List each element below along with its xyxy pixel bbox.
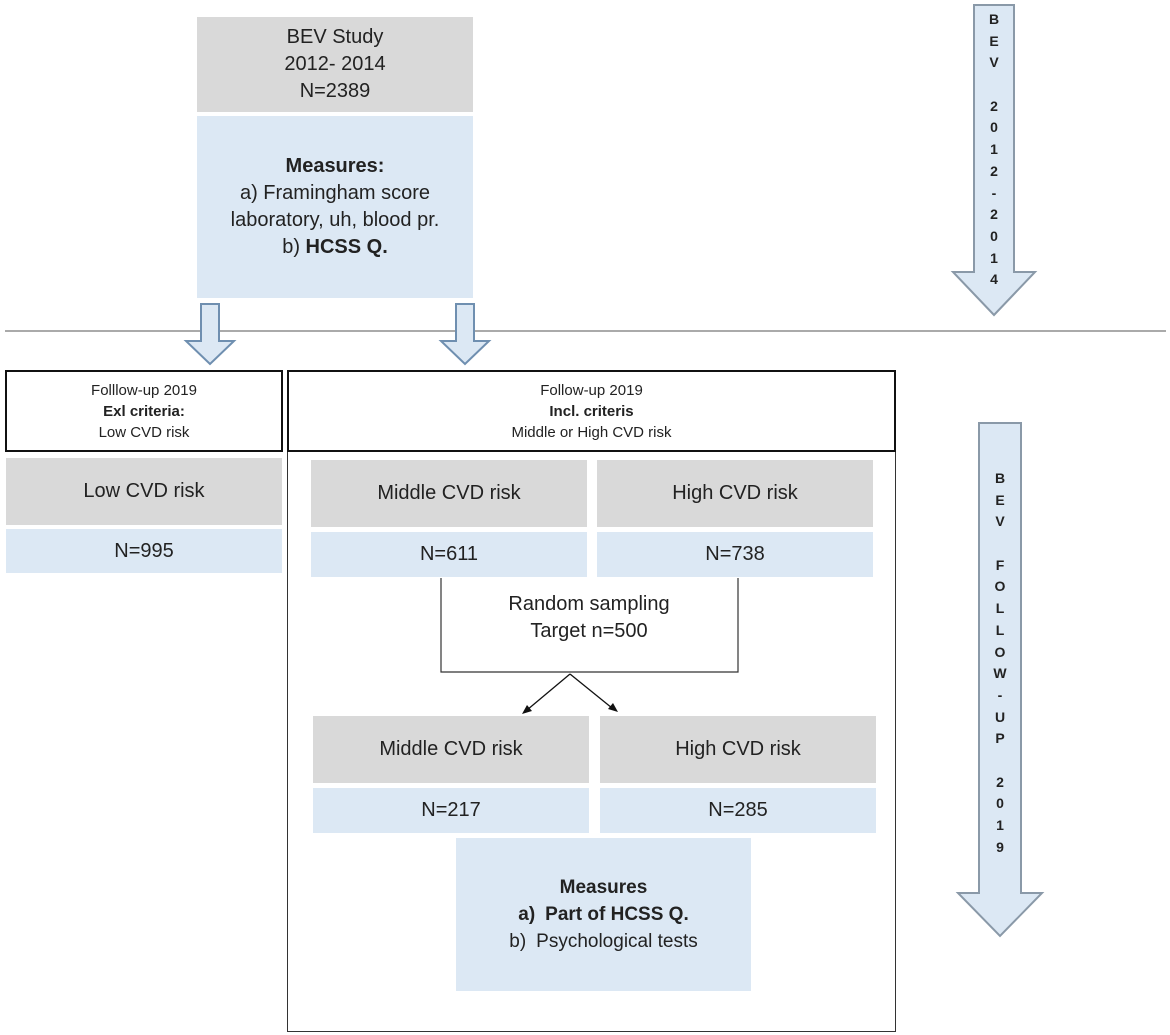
- bev-study-box: BEV Study 2012- 2014 N=2389: [197, 17, 473, 112]
- side-arrow-top-shape: [950, 4, 1038, 317]
- high-risk-label-box-1: High CVD risk: [597, 460, 873, 527]
- side-letter: 1: [990, 141, 998, 158]
- side-letter: 2: [990, 206, 998, 223]
- block-arrow-right: [438, 303, 492, 366]
- inclusion-line-1: Follow-up 2019: [540, 381, 643, 399]
- bev-study-line-3: N=2389: [299, 80, 371, 102]
- arrow-to-high: [569, 673, 613, 709]
- inclusion-line-3: Middle or High CVD risk: [511, 423, 672, 441]
- middle-risk-count-box-2: N=217: [313, 788, 589, 833]
- exclusion-line-1: Folllow-up 2019: [91, 381, 197, 399]
- arrowhead-high: [608, 703, 618, 712]
- low-risk-label: Low CVD risk: [83, 480, 205, 502]
- side-letter: 1: [996, 817, 1004, 833]
- high-risk-label-box-2: High CVD risk: [600, 716, 876, 783]
- side-letter: B: [988, 11, 1000, 27]
- side-letter: 4: [990, 271, 998, 288]
- middle-risk-count-1: N=611: [419, 543, 478, 565]
- exclusion-line-3: Low CVD risk: [98, 423, 190, 441]
- bev-study-line-2: 2012- 2014: [284, 53, 386, 75]
- followup-measure-a: a) Part of HCSS Q.: [518, 901, 688, 928]
- middle-risk-count-box-1: N=611: [311, 532, 587, 577]
- high-risk-count-box-1: N=738: [597, 532, 873, 577]
- followup-measures-box: Measures a) Part of HCSS Q. b) Psycholog…: [456, 838, 751, 991]
- arrowhead-middle: [522, 705, 532, 714]
- followup-measure-b: b) Psychological tests: [509, 928, 697, 955]
- low-risk-count-box: N=995: [6, 529, 282, 573]
- block-arrow-left: [183, 303, 237, 366]
- low-risk-count: N=995: [114, 539, 174, 562]
- middle-risk-label-1: Middle CVD risk: [377, 482, 521, 504]
- side-letter: B: [994, 470, 1006, 486]
- high-risk-count-box-2: N=285: [600, 788, 876, 833]
- arrow-to-middle: [526, 673, 571, 711]
- followup-measure-a-marker: a): [518, 904, 536, 925]
- side-letter: 0: [990, 227, 998, 244]
- side-letter: 9: [996, 838, 1004, 855]
- baseline-measure-b-text: HCSS Q.: [305, 236, 388, 258]
- sampling-line-2: Target n=500: [530, 620, 648, 642]
- followup-measure-b-text: Psychological tests: [536, 931, 698, 952]
- side-letter: E: [989, 32, 999, 49]
- side-letter: 0: [990, 119, 998, 136]
- low-risk-label-box: Low CVD risk: [6, 458, 282, 525]
- high-risk-count-1: N=738: [705, 543, 765, 565]
- side-letter: U: [994, 708, 1006, 725]
- bev-study-line-1: BEV Study: [286, 26, 384, 48]
- followup-measure-b-marker: b): [509, 931, 527, 952]
- side-letter: 2: [996, 773, 1004, 790]
- exclusion-header-box: Folllow-up 2019 Exl criteria: Low CVD ri…: [5, 370, 283, 452]
- side-letter: W: [993, 665, 1007, 682]
- exclusion-line-2: Exl criteria:: [103, 402, 185, 420]
- side-letter: 2: [990, 97, 998, 114]
- followup-measure-a-text: Part of HCSS Q.: [545, 904, 689, 925]
- followup-measures-heading: Measures: [559, 877, 648, 898]
- side-letter: L: [995, 600, 1005, 617]
- baseline-measures-heading: Measures:: [285, 155, 385, 177]
- high-risk-count-2: N=285: [708, 799, 768, 821]
- middle-risk-count-2: N=217: [421, 799, 481, 821]
- middle-risk-label-2: Middle CVD risk: [379, 738, 523, 760]
- high-risk-label-1: High CVD risk: [672, 482, 798, 504]
- baseline-measure-a: a) Framingham score: [239, 182, 431, 204]
- side-arrow-bottom-shape: [955, 422, 1045, 938]
- sampling-line-1: Random sampling: [508, 593, 670, 615]
- inclusion-header-box: Follow-up 2019 Incl. criteris Middle or …: [287, 370, 896, 452]
- side-letter: O: [994, 578, 1006, 595]
- side-letter: P: [995, 730, 1005, 747]
- middle-risk-label-box-2: Middle CVD risk: [313, 716, 589, 783]
- sampling-text: Random sampling Target n=500: [443, 588, 735, 648]
- inclusion-line-2: Incl. criteris: [549, 402, 634, 420]
- high-risk-label-2: High CVD risk: [675, 738, 801, 760]
- side-letter: E: [995, 491, 1005, 508]
- baseline-measures-box: Measures: a) Framingham score laboratory…: [197, 116, 473, 298]
- side-arrow-bottom-label: B E V F O L L O W - U P 2 0 1 9: [979, 468, 1021, 858]
- baseline-measure-a-detail: laboratory, uh, blood pr.: [230, 209, 440, 231]
- side-letter: V: [995, 513, 1005, 530]
- side-letter: O: [994, 643, 1006, 660]
- side-letter: -: [997, 686, 1003, 703]
- side-letter: V: [989, 54, 999, 71]
- side-arrow-top-label: B E V 2 0 1 2 - 2 0 1 4: [974, 9, 1014, 291]
- baseline-measure-b-prefix: b): [282, 236, 306, 258]
- sampling-bracket: [440, 578, 739, 673]
- side-letter: 2: [990, 162, 998, 179]
- baseline-measure-b: b) HCSS Q.: [282, 234, 388, 261]
- middle-risk-label-box-1: Middle CVD risk: [311, 460, 587, 527]
- side-letter: F: [995, 556, 1005, 573]
- side-letter: 1: [990, 249, 998, 266]
- side-letter: -: [991, 184, 997, 201]
- side-letter: 0: [996, 795, 1004, 812]
- side-letter: L: [995, 621, 1005, 638]
